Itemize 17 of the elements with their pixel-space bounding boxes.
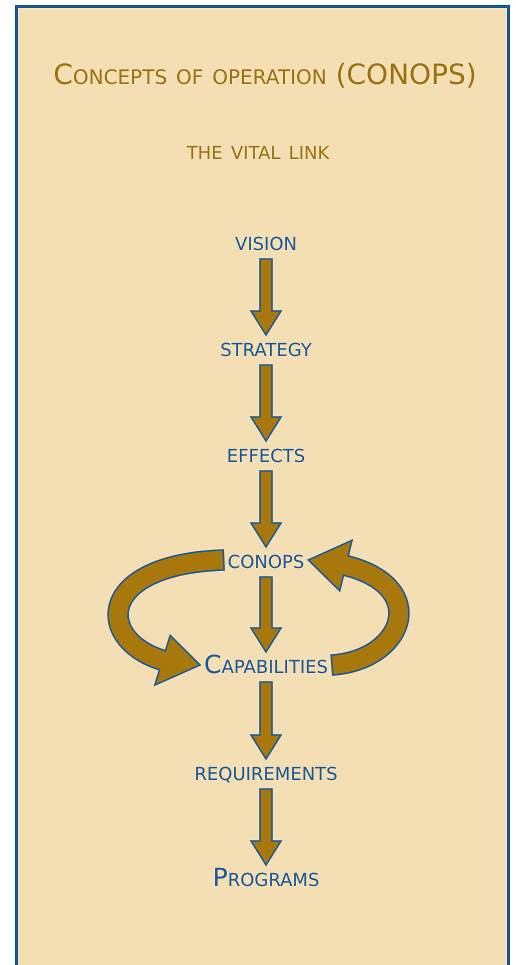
arrow (250, 576, 282, 654)
curved-arrow (107, 549, 225, 686)
step-label: conops (224, 545, 308, 575)
step-label: effects (222, 439, 310, 469)
arrow (250, 681, 282, 760)
step-label: requirements (190, 757, 342, 787)
arrow (250, 364, 282, 442)
step-label: vision (231, 227, 301, 257)
arrow (250, 788, 282, 866)
curved-arrow (306, 538, 410, 676)
step-label: Capabilities (200, 650, 332, 680)
subtitle: the vital link (186, 136, 330, 166)
arrow (250, 258, 282, 336)
title: Concepts of operation (CONOPS) (52, 58, 478, 92)
arrow (250, 470, 282, 548)
step-label: Programs (208, 863, 324, 893)
step-label: strategy (216, 333, 316, 363)
